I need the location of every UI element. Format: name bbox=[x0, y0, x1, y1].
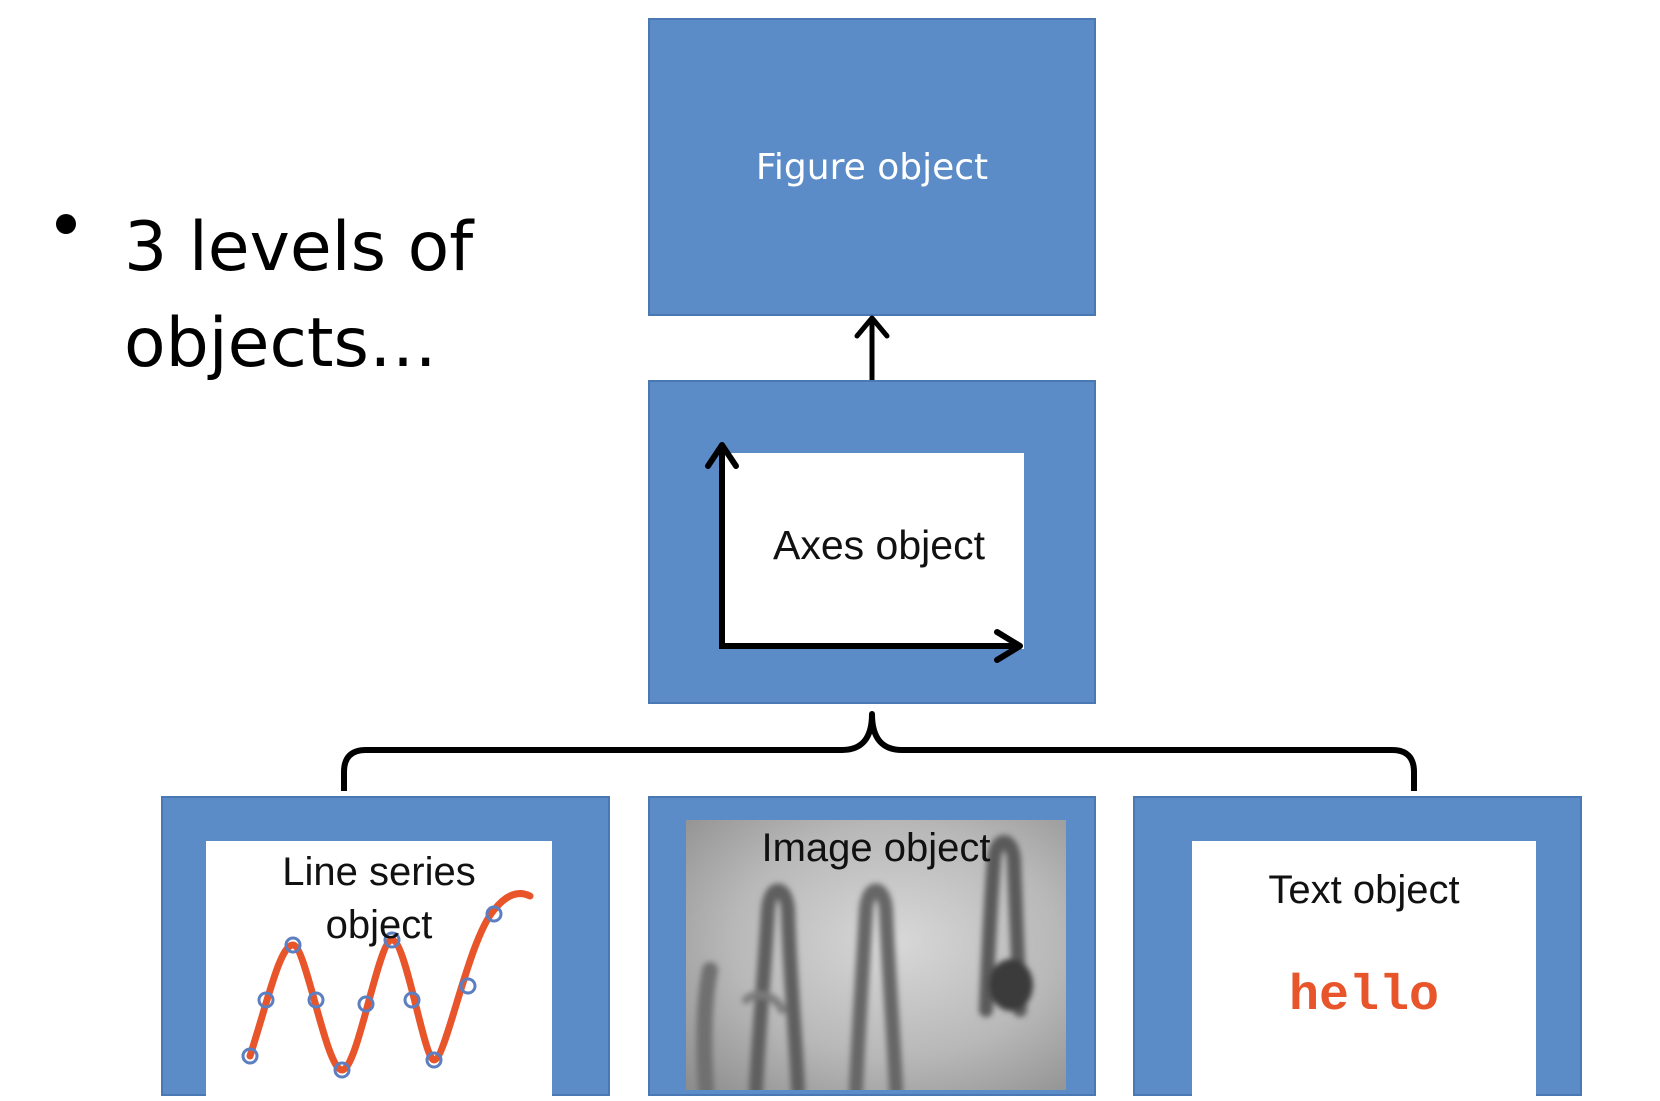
figure-object-box bbox=[648, 18, 1096, 316]
bullet-line-1: 3 levels of bbox=[124, 208, 474, 287]
axes-to-figure-arrowhead bbox=[854, 315, 890, 339]
bullet-line-2: objects… bbox=[124, 304, 437, 383]
line-series-object-label: Line series object bbox=[206, 846, 552, 952]
text-object-area bbox=[1192, 841, 1536, 1101]
image-object-drawing bbox=[696, 835, 1033, 1090]
text-object-sample: hello bbox=[1288, 968, 1440, 1025]
bullet-text: 3 levels of objects… bbox=[124, 200, 594, 392]
figure-object-label: Figure object bbox=[755, 146, 989, 188]
axes-plot-area bbox=[722, 453, 1024, 649]
image-object-label: Image object bbox=[761, 826, 991, 870]
image-object-picture bbox=[686, 820, 1066, 1090]
axes-object-label: Axes object bbox=[773, 521, 985, 568]
children-brace bbox=[341, 711, 1417, 791]
line-series-label-line-2: object bbox=[325, 903, 433, 947]
text-object-label: Text object bbox=[1268, 868, 1460, 912]
bullet-dot bbox=[56, 214, 76, 234]
line-series-label-line-1: Line series bbox=[282, 850, 476, 894]
